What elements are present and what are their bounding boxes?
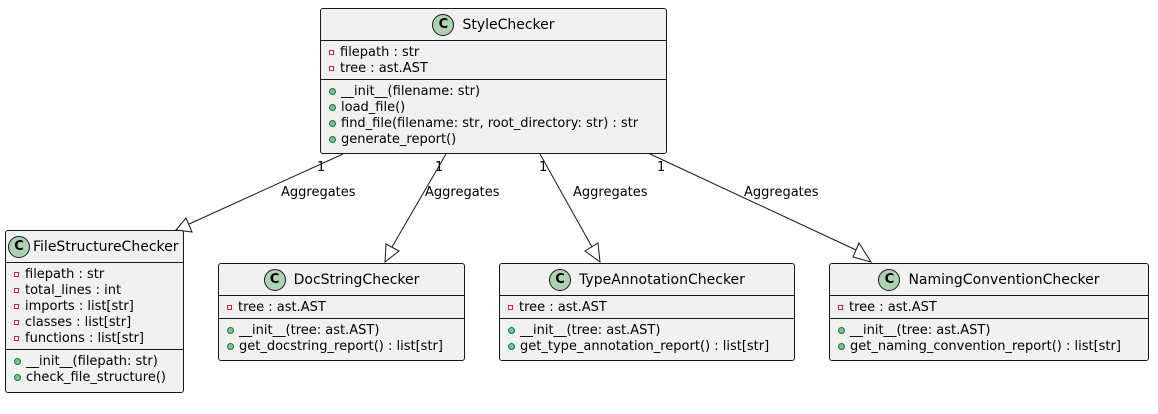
- class-header: C FileStructureChecker: [6, 231, 183, 263]
- private-marker-icon: [14, 335, 19, 341]
- private-marker-icon: [14, 271, 19, 277]
- method: __init__(filename: str): [329, 83, 666, 99]
- edge-label: Aggregates: [573, 185, 648, 200]
- public-marker-icon: [14, 357, 21, 365]
- edge-label: Aggregates: [425, 185, 500, 200]
- attributes-section: filepath : str tree : ast.AST: [321, 41, 666, 79]
- public-marker-icon: [508, 342, 515, 350]
- class-badge-icon: C: [263, 268, 286, 291]
- attribute: functions : list[str]: [14, 330, 183, 346]
- methods-section: __init__(tree: ast.AST) get_naming_conve…: [830, 318, 1148, 357]
- attribute: imports : list[str]: [14, 298, 183, 314]
- public-marker-icon: [329, 103, 336, 111]
- attribute: filepath : str: [329, 44, 666, 60]
- public-marker-icon: [227, 342, 234, 350]
- method: __init__(tree: ast.AST): [508, 322, 794, 338]
- class-namingconventionchecker[interactable]: C NamingConventionChecker tree : ast.AST…: [829, 263, 1149, 361]
- methods-section: __init__(tree: ast.AST) get_type_annotat…: [500, 318, 794, 357]
- class-name: DocStringChecker: [293, 271, 420, 288]
- public-marker-icon: [227, 326, 234, 334]
- method: find_file(filename: str, root_directory:…: [329, 115, 666, 131]
- class-docstringchecker[interactable]: C DocStringChecker tree : ast.AST __init…: [218, 263, 465, 361]
- private-marker-icon: [329, 65, 334, 71]
- public-marker-icon: [838, 342, 845, 350]
- attribute: total_lines : int: [14, 282, 183, 298]
- attributes-section: filepath : str total_lines : int imports…: [6, 263, 183, 349]
- class-header: C StyleChecker: [321, 9, 666, 41]
- attributes-section: tree : ast.AST: [500, 296, 794, 318]
- class-badge-icon: C: [549, 268, 572, 291]
- public-marker-icon: [329, 119, 336, 127]
- edge-multiplicity: 1: [435, 160, 444, 175]
- edge-typeannotation: [539, 153, 601, 264]
- class-name: FileStructureChecker: [33, 238, 179, 255]
- method: generate_report(): [329, 131, 666, 147]
- method: get_naming_convention_report() : list[st…: [838, 338, 1148, 354]
- method: get_type_annotation_report() : list[str]: [508, 338, 794, 354]
- edge-multiplicity: 1: [317, 160, 326, 175]
- method: __init__(filepath: str): [14, 353, 183, 369]
- class-name: StyleChecker: [462, 16, 555, 33]
- private-marker-icon: [329, 49, 334, 55]
- edge-namingconvention: [649, 153, 873, 263]
- attribute: tree : ast.AST: [508, 299, 794, 315]
- edge-filestructure: [175, 153, 344, 233]
- method: __init__(tree: ast.AST): [227, 322, 464, 338]
- attribute: filepath : str: [14, 266, 183, 282]
- private-marker-icon: [508, 304, 513, 310]
- attribute: tree : ast.AST: [227, 299, 464, 315]
- class-name: TypeAnnotationChecker: [579, 271, 745, 288]
- private-marker-icon: [14, 303, 19, 309]
- method: get_docstring_report() : list[str]: [227, 338, 464, 354]
- private-marker-icon: [14, 287, 19, 293]
- class-header: C DocStringChecker: [219, 264, 464, 296]
- public-marker-icon: [329, 135, 336, 143]
- attribute: tree : ast.AST: [329, 60, 666, 76]
- method: load_file(): [329, 99, 666, 115]
- method: check_file_structure(): [14, 369, 183, 385]
- attributes-section: tree : ast.AST: [830, 296, 1148, 318]
- edge-label: Aggregates: [281, 185, 356, 200]
- private-marker-icon: [227, 304, 232, 310]
- class-filestructurechecker[interactable]: C FileStructureChecker filepath : str to…: [5, 230, 184, 393]
- private-marker-icon: [838, 304, 843, 310]
- edge-multiplicity: 1: [539, 160, 548, 175]
- class-header: C NamingConventionChecker: [830, 264, 1148, 296]
- class-badge-icon: C: [432, 13, 455, 36]
- methods-section: __init__(tree: ast.AST) get_docstring_re…: [219, 318, 464, 357]
- attribute: classes : list[str]: [14, 314, 183, 330]
- class-stylechecker[interactable]: C StyleChecker filepath : str tree : ast…: [320, 8, 667, 154]
- class-name: NamingConventionChecker: [908, 271, 1100, 288]
- public-marker-icon: [838, 326, 845, 334]
- edge-docstring: [384, 153, 447, 264]
- attributes-section: tree : ast.AST: [219, 296, 464, 318]
- attribute: tree : ast.AST: [838, 299, 1148, 315]
- public-marker-icon: [508, 326, 515, 334]
- edge-label: Aggregates: [744, 185, 819, 200]
- methods-section: __init__(filepath: str) check_file_struc…: [6, 349, 183, 388]
- edge-multiplicity: 1: [657, 160, 666, 175]
- public-marker-icon: [329, 87, 336, 95]
- public-marker-icon: [14, 373, 21, 381]
- class-badge-icon: C: [878, 268, 901, 291]
- methods-section: __init__(filename: str) load_file() find…: [321, 79, 666, 150]
- class-typeannotationchecker[interactable]: C TypeAnnotationChecker tree : ast.AST _…: [499, 263, 795, 361]
- private-marker-icon: [14, 319, 19, 325]
- class-header: C TypeAnnotationChecker: [500, 264, 794, 296]
- class-badge-icon: C: [8, 235, 30, 258]
- method: __init__(tree: ast.AST): [838, 322, 1148, 338]
